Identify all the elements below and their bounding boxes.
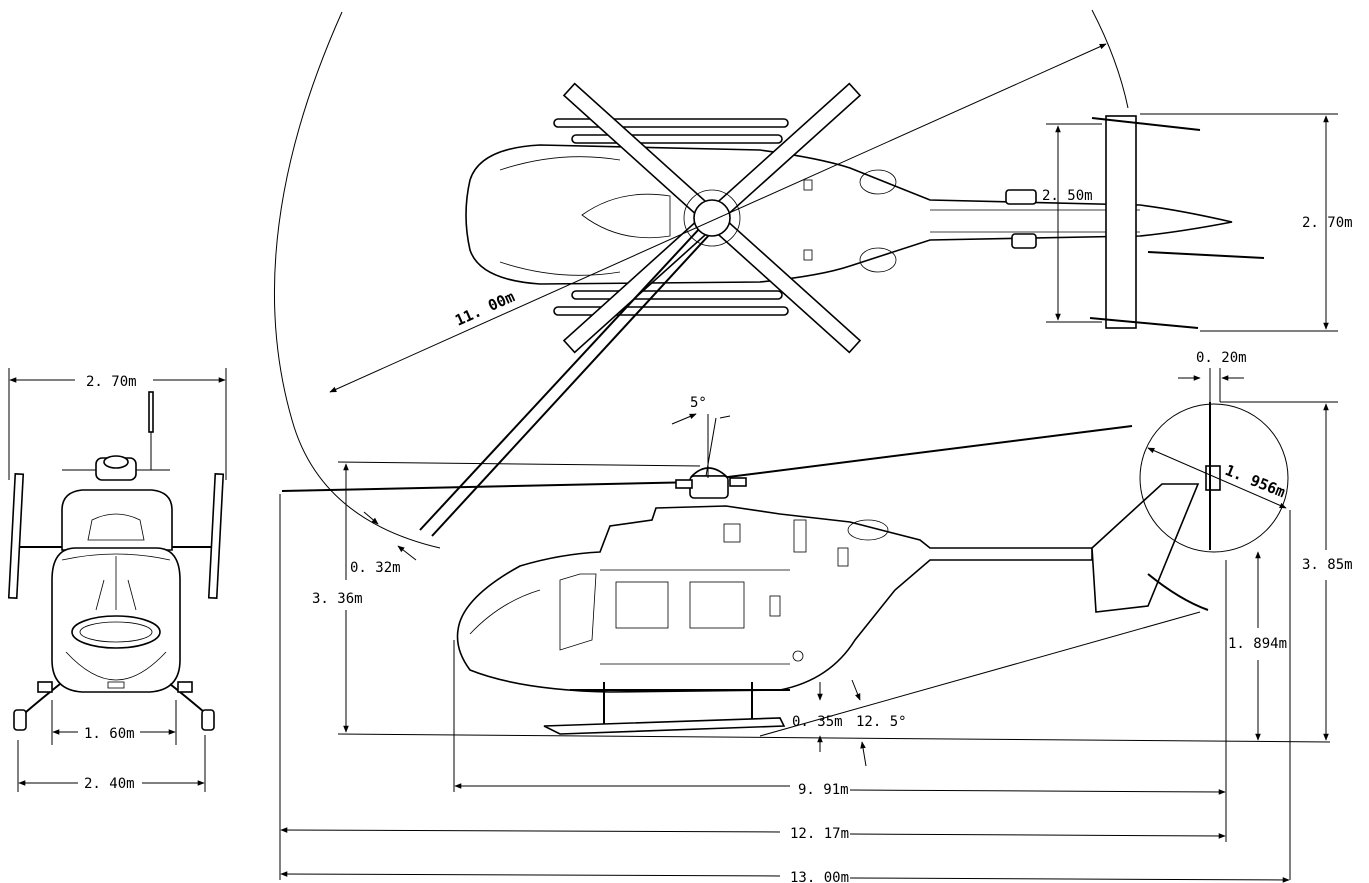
side-dimensions (279, 368, 1338, 883)
ground-clearance-label: 0. 35m (792, 714, 843, 730)
plan-tail-span-label: 2. 50m (1042, 188, 1093, 204)
overall-length-label: 13. 00m (790, 870, 849, 883)
rotor-diameter-label: 11. 00m (452, 287, 517, 329)
front-width-top-label: 2. 70m (86, 374, 137, 390)
overall-height-label: 3. 85m (1302, 557, 1353, 573)
tail-rotor-hub-height-label: 1. 894m (1228, 636, 1287, 652)
rotor-height-label: 3. 36m (312, 591, 363, 607)
tail-rotor-offset-label: 0. 20m (1196, 350, 1247, 366)
plan-stabilizer-span-label: 2. 70m (1302, 215, 1353, 231)
rotor-tilt-label: 5° (690, 395, 707, 411)
front-skid-inner-label: 1. 60m (84, 726, 135, 742)
tail-angle-label: 12. 5° (856, 714, 907, 730)
side-view (281, 402, 1289, 735)
fuselage-length-label: 9. 91m (798, 782, 849, 798)
front-skid-outer-label: 2. 40m (84, 776, 135, 792)
length-rotor-to-tail-label: 12. 17m (790, 826, 849, 842)
plan-dimensions (329, 43, 1338, 393)
front-view (7, 391, 225, 731)
front-dimensions (8, 368, 227, 792)
plan-view (273, 9, 1265, 549)
tail-rotor-diameter-label: 1. 956m (1223, 461, 1288, 501)
blade-clearance-label: 0. 32m (350, 560, 401, 576)
